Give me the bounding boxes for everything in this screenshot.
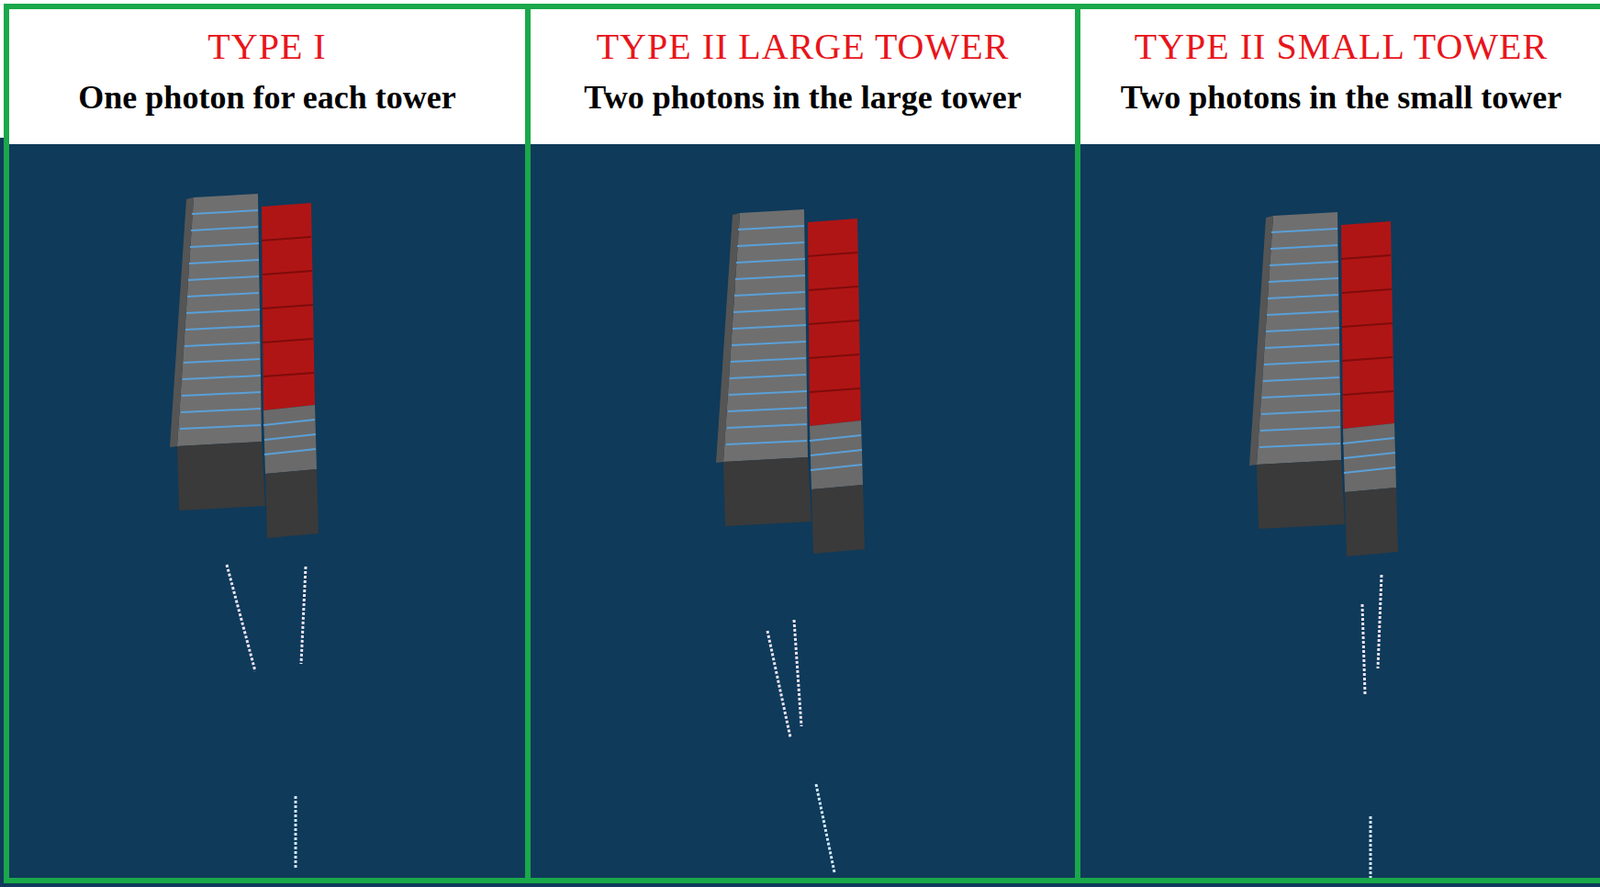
event-panel: TYPE II LARGE TOWER Two photons in the la… [525, 3, 1081, 884]
panel-header: TYPE II SMALL TOWER Two photons in the sm… [1080, 9, 1600, 145]
panel-subtitle: Two photons in the small tower [1120, 77, 1562, 118]
panel-title: TYPE II LARGE TOWER [596, 25, 1010, 68]
event-panel: TYPE I One photon for each tower [3, 3, 531, 884]
panel-title: TYPE I [207, 25, 326, 68]
panel-subtitle: One photon for each tower [78, 77, 456, 118]
panel-subtitle: Two photons in the large tower [583, 77, 1021, 118]
panel-header: TYPE II LARGE TOWER Two photons in the la… [530, 9, 1075, 145]
event-panel: TYPE II SMALL TOWER Two photons in the sm… [1074, 3, 1600, 884]
panel-title: TYPE II SMALL TOWER [1134, 25, 1548, 68]
panel-header: TYPE I One photon for each tower [9, 9, 526, 145]
